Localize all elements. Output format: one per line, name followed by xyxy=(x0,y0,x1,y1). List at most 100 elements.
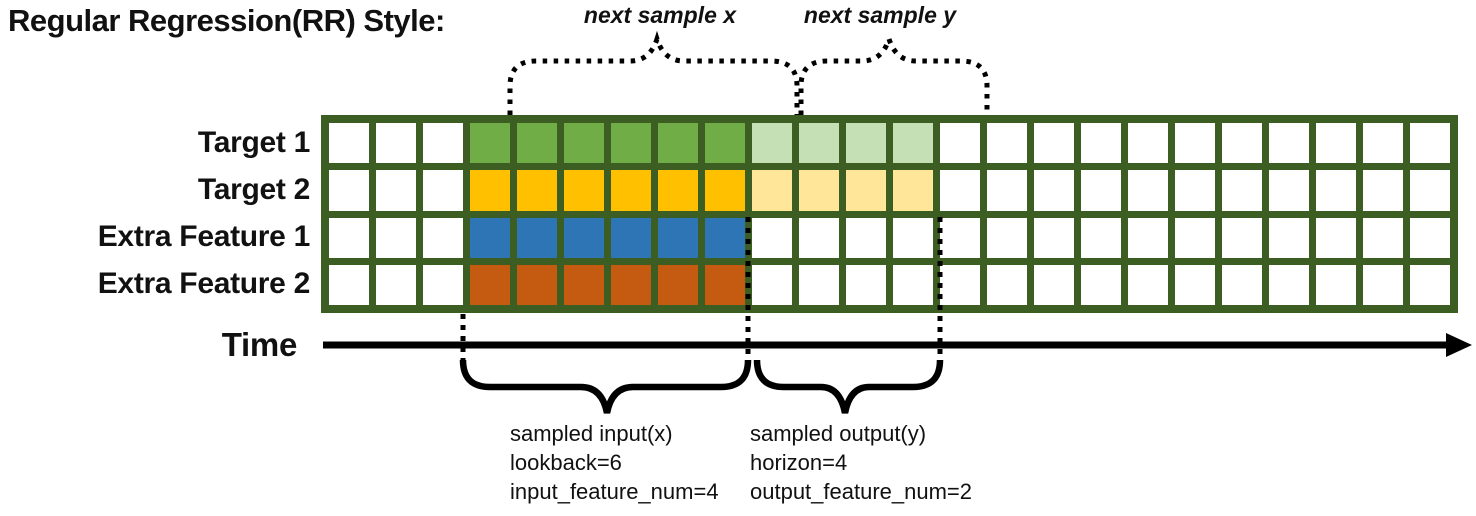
grid-cell xyxy=(1316,217,1356,258)
diagram-title: Regular Regression(RR) Style: xyxy=(8,3,445,38)
grid-cell xyxy=(846,264,886,305)
grid-cell xyxy=(470,264,510,305)
grid-cell xyxy=(1222,123,1262,164)
grid-cell xyxy=(1034,217,1074,258)
grid-cell xyxy=(1269,264,1309,305)
row-label-target-1: Target 1 xyxy=(197,126,310,159)
grid-cell xyxy=(1175,123,1215,164)
grid-cell xyxy=(470,170,510,211)
grid-cell xyxy=(423,217,463,258)
grid-cell xyxy=(1128,264,1168,305)
output-annotation-line-2: horizon=4 xyxy=(750,450,848,475)
grid-cell xyxy=(376,264,416,305)
grid-cell xyxy=(799,264,839,305)
row-label-extra-feature-1: Extra Feature 1 xyxy=(97,220,311,253)
grid-cell xyxy=(658,264,698,305)
sampled-output-brace xyxy=(753,359,944,414)
grid-cell xyxy=(1081,217,1121,258)
grid-cell xyxy=(1410,264,1450,305)
grid-cell xyxy=(1316,123,1356,164)
next-sample-x-brace xyxy=(507,30,800,115)
grid-cell xyxy=(1175,170,1215,211)
grid-cell xyxy=(517,170,557,211)
grid-cell xyxy=(611,123,651,164)
grid-cell xyxy=(564,170,604,211)
grid-cell xyxy=(1128,217,1168,258)
grid-cell xyxy=(564,264,604,305)
grid-cell xyxy=(376,217,416,258)
grid-cell xyxy=(893,264,933,305)
grid-cell xyxy=(1269,217,1309,258)
grid-cell xyxy=(893,123,933,164)
grid-cell xyxy=(1081,170,1121,211)
grid-cell xyxy=(470,123,510,164)
grid-cell xyxy=(987,123,1027,164)
grid-cell xyxy=(799,123,839,164)
grid-cell xyxy=(846,123,886,164)
grid-cell xyxy=(846,170,886,211)
grid-cell xyxy=(752,123,792,164)
grid-cell xyxy=(1269,123,1309,164)
grid-cell xyxy=(1316,170,1356,211)
grid-cell xyxy=(1363,170,1403,211)
sampled-input-annotation: sampled input(x) lookback=6 input_featur… xyxy=(510,419,719,506)
input-annotation-line-1: sampled input(x) xyxy=(510,421,673,446)
grid-cell xyxy=(658,217,698,258)
grid-cell xyxy=(940,170,980,211)
grid-cell xyxy=(1410,217,1450,258)
grid-cell xyxy=(611,264,651,305)
output-annotation-line-3: output_feature_num=2 xyxy=(750,479,973,504)
grid-cell xyxy=(940,264,980,305)
grid-cell xyxy=(846,217,886,258)
time-label: Time xyxy=(221,326,298,363)
grid-cell xyxy=(1316,264,1356,305)
grid-cell xyxy=(893,217,933,258)
sample-grid xyxy=(321,115,1458,313)
grid-cell xyxy=(940,217,980,258)
grid-cell xyxy=(1128,123,1168,164)
grid-cell xyxy=(470,217,510,258)
grid-cell xyxy=(799,170,839,211)
grid-cell xyxy=(1363,123,1403,164)
grid-cell xyxy=(705,264,745,305)
grid-cell xyxy=(1128,170,1168,211)
grid-cell xyxy=(611,170,651,211)
grid-cell xyxy=(705,123,745,164)
grid-cell xyxy=(987,264,1027,305)
grid-cell xyxy=(376,170,416,211)
grid-cell xyxy=(752,264,792,305)
next-sample-y-label: next sample y xyxy=(803,2,957,28)
grid-cell xyxy=(705,217,745,258)
grid-cell xyxy=(423,170,463,211)
grid-cell xyxy=(329,217,369,258)
row-label-target-2: Target 2 xyxy=(197,173,310,206)
grid-cell xyxy=(564,217,604,258)
grid-cell xyxy=(423,264,463,305)
grid-cell xyxy=(517,123,557,164)
grid-cell xyxy=(376,123,416,164)
input-annotation-line-2: lookback=6 xyxy=(510,450,622,475)
grid-cell xyxy=(1222,217,1262,258)
grid-cell xyxy=(940,123,980,164)
grid-cell xyxy=(1363,264,1403,305)
grid-cell xyxy=(611,217,651,258)
grid-cell xyxy=(1222,264,1262,305)
grid-cell xyxy=(1175,264,1215,305)
row-label-extra-feature-2: Extra Feature 2 xyxy=(97,267,311,300)
next-sample-x-label: next sample x xyxy=(583,2,737,28)
grid-cell xyxy=(705,170,745,211)
grid-cell xyxy=(1034,264,1074,305)
grid-cell xyxy=(329,170,369,211)
grid-cell xyxy=(1269,170,1309,211)
grid-cell xyxy=(564,123,604,164)
grid-cell xyxy=(1175,217,1215,258)
grid-cell xyxy=(752,170,792,211)
grid-cell xyxy=(987,170,1027,211)
grid-cell xyxy=(893,170,933,211)
input-annotation-line-3: input_feature_num=4 xyxy=(510,479,719,504)
time-arrow-head xyxy=(1446,333,1472,357)
next-sample-y-brace xyxy=(798,30,990,115)
grid-cell xyxy=(517,264,557,305)
output-annotation-line-1: sampled output(y) xyxy=(750,421,927,446)
